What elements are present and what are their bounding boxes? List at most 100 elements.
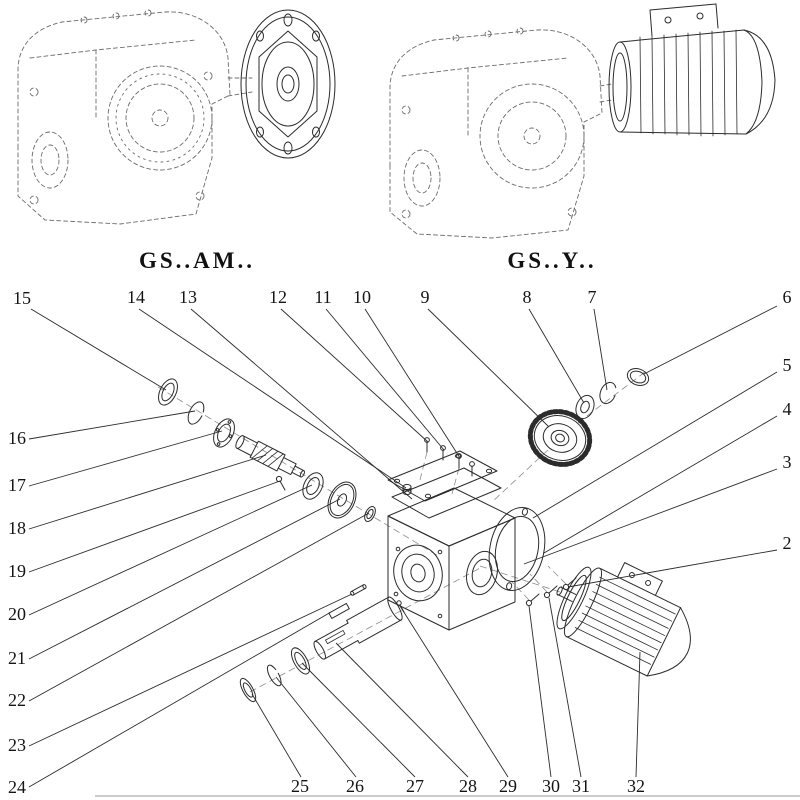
part-number-4: 4 [783,399,792,419]
part-number-23: 23 [8,735,26,755]
leader-line-27 [301,662,416,778]
leader-line-28 [335,642,469,778]
part-23-key [328,602,350,619]
leader-line-3 [523,468,778,565]
leader-line-6 [643,305,778,375]
part-number-2: 2 [783,533,792,553]
part-number-19: 19 [8,561,26,581]
gearbox-am-outline [17,9,253,225]
part-24-pin [350,584,367,596]
part-5-flange [488,507,546,591]
part-15-seal [158,378,178,406]
worm-shaft-chain [158,378,376,522]
part-number-18: 18 [8,518,26,538]
part-number-5: 5 [783,355,792,375]
variant-am-label: GS..AM.. [139,248,255,273]
part-18-worm-shaft [235,435,306,478]
leader-line-14 [138,308,407,489]
part-10-screw [456,453,462,469]
leader-line-29 [399,605,509,778]
part-32-motor [556,562,691,677]
part-number-9: 9 [421,287,430,307]
output-shaft-chain [239,584,403,703]
part-number-11: 11 [314,287,331,307]
leader-line-25 [251,693,302,778]
leader-line-22 [28,512,370,702]
leader-line-7 [593,308,608,391]
part-number-20: 20 [8,604,26,624]
part-26-circlip [266,664,282,687]
part-9-gear [527,409,593,467]
part-gasket [391,467,502,519]
am-output-flange [240,9,336,159]
part-28-shaft [313,596,403,660]
part-13-cover-plate [387,450,498,502]
part-number-7: 7 [588,287,597,307]
leader-line-10 [364,308,461,459]
part-27-bearing [290,647,311,675]
leader-line-9 [427,308,549,427]
leader-line-2 [567,549,778,588]
leader-line-5 [532,371,778,519]
leader-line-11 [325,308,445,451]
y-motor [608,3,776,137]
leader-line-8 [528,308,585,404]
leader-line-20 [28,484,313,616]
part-number-22: 22 [8,690,26,710]
part-21-disc [327,481,357,519]
leader-line-12 [280,308,429,443]
leader-line-24 [28,611,332,788]
part-number-12: 12 [269,287,287,307]
part-number-3: 3 [783,452,792,472]
leader-line-4 [543,415,778,554]
cover-screw-extra [469,461,475,477]
leader-line-21 [28,498,341,660]
part-number-17: 17 [8,475,26,495]
leader-line-17 [28,430,223,487]
part-6-ring [626,368,650,386]
part-number-15: 15 [13,288,31,308]
part-30-bolt [525,593,540,607]
part-number-13: 13 [179,287,197,307]
part-number-16: 16 [8,428,26,448]
leader-line-23 [28,593,353,747]
part-number-21: 21 [8,648,26,668]
leader-line-31 [548,597,582,778]
leader-line-15 [30,308,167,391]
part-number-14: 14 [127,287,145,307]
part-16-circlip [187,401,205,425]
leader-line-19 [28,480,281,573]
part-number-25: 25 [291,776,309,796]
part-number-10: 10 [353,287,371,307]
part-25-washer [239,677,257,703]
part-22-ring [364,506,376,522]
part-number-32: 32 [627,776,645,796]
leader-line-32 [635,651,641,778]
cover-assembly [387,437,502,519]
leader-line-18 [28,454,267,530]
part-12-screw [424,437,430,453]
part-number-28: 28 [459,776,477,796]
part-31-bolt [543,585,558,599]
leader-line-16 [28,410,196,440]
part-number-26: 26 [346,776,364,796]
part-17-bearing [213,418,235,448]
part-number-29: 29 [499,776,517,796]
part-number-8: 8 [523,287,532,307]
leader-line-13 [190,308,413,500]
part-number-24: 24 [8,777,26,797]
part-7-circlip [599,381,617,405]
part-number-6: 6 [783,287,792,307]
leader-line-30 [528,605,552,778]
part-19-screw [275,475,286,491]
gearbox-y-outline [389,27,613,239]
part-number-27: 27 [406,776,424,796]
part-8-washer [575,394,595,420]
leader-line-26 [275,676,357,778]
variant-y-label: GS..Y.. [507,248,596,273]
part-number-30: 30 [542,776,560,796]
gear-group [527,368,650,467]
